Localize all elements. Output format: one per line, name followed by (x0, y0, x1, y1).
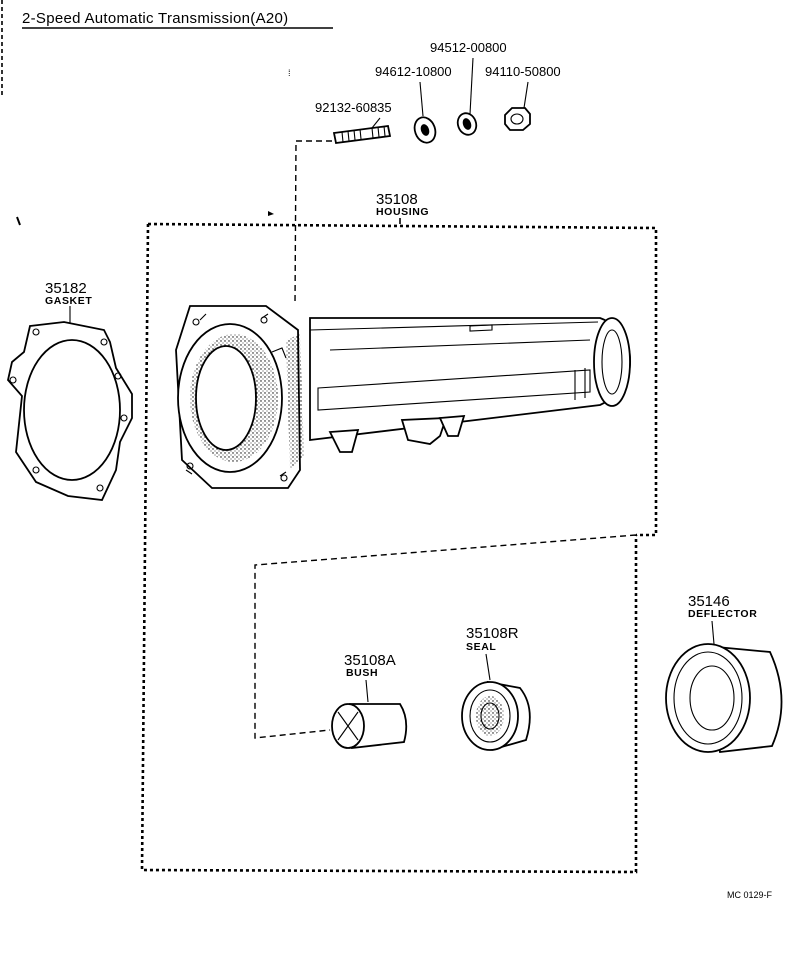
deflector-name: DEFLECTOR (688, 608, 757, 620)
transmission-housing (175, 305, 631, 489)
washer-a-number: 94512-00800 (430, 40, 507, 55)
seal-leader (485, 653, 491, 681)
housing-bracket-outer (140, 223, 638, 874)
nut-leader (523, 81, 529, 109)
stud-number: 92132-60835 (315, 100, 392, 115)
washer-b-leader (419, 81, 424, 117)
deflector-number: 35146 (688, 593, 730, 610)
deflector (665, 643, 783, 753)
stray-dots: ⁞ (288, 68, 291, 78)
washer-b-number: 94612-10800 (375, 64, 452, 79)
bush-number: 35108A (344, 652, 396, 669)
washer-b (413, 116, 437, 144)
bush-leader (365, 679, 369, 703)
stud-leader (371, 117, 381, 129)
figure-reference: MC 0129-F (727, 890, 773, 900)
hex-nut (504, 107, 531, 131)
housing-bracket-inner (254, 534, 637, 739)
gasket-number: 35182 (45, 280, 87, 297)
nut-number: 94110-50800 (485, 64, 561, 79)
seal-number: 35108R (466, 625, 519, 642)
stud-bolt (332, 124, 392, 145)
gasket (7, 321, 133, 501)
gasket-name: GASKET (45, 295, 92, 307)
bush-name: BUSH (346, 667, 378, 679)
housing-name: HOUSING (376, 206, 429, 218)
bush (331, 703, 408, 750)
deflector-leader (711, 620, 715, 645)
washer-a (456, 112, 478, 136)
housing-number: 35108 (376, 191, 418, 208)
stray-mark (16, 216, 21, 226)
washer-a-leader (469, 57, 474, 115)
arrow-mark (268, 211, 274, 216)
housing-bracket-top (147, 222, 658, 537)
oil-seal (461, 680, 531, 751)
stud-dashed-leader (294, 140, 332, 306)
diagram-title: 2-Speed Automatic Transmission(A20) (22, 10, 288, 27)
seal-name: SEAL (466, 641, 496, 653)
